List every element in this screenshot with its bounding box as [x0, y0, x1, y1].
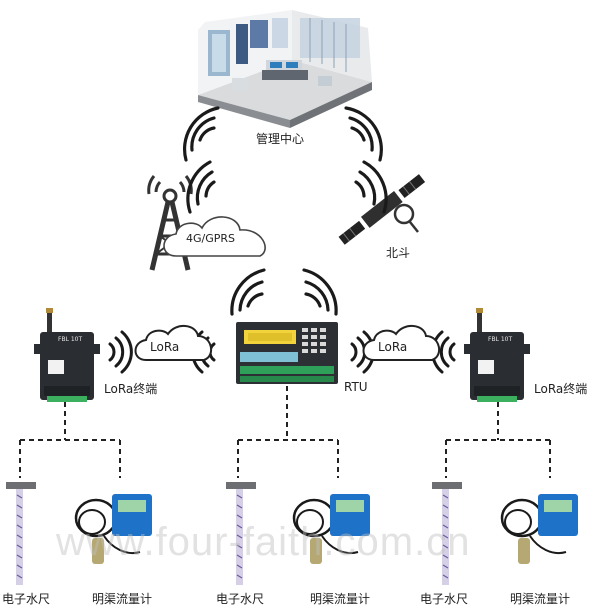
flow-meter-3: [500, 494, 578, 564]
management-center-label: 管理中心: [256, 132, 305, 146]
lora-terminal-left-label: LoRa终端: [104, 382, 158, 396]
lora-cloud-right-outline: [362, 325, 441, 361]
rtu-device: [236, 322, 338, 384]
wave-rtu-left: [230, 268, 266, 316]
rtu-label: RTU: [344, 380, 368, 394]
flow-meter-1: [74, 494, 152, 564]
device-model-right: FBL 10T: [488, 336, 513, 343]
water-gauge-1: [6, 482, 36, 585]
wave-center-left: [182, 106, 220, 162]
flow-meter-2: [292, 494, 370, 564]
water-gauge-3: [432, 482, 462, 585]
wave-tower: [186, 160, 216, 214]
dashed-connections: [19, 386, 551, 478]
cloud-4g-outline: [163, 216, 266, 257]
lora-terminal-right-label: LoRa终端: [534, 382, 588, 396]
wave-center-right: [344, 106, 383, 162]
flow-meter-2-label: 明渠流量计: [310, 592, 371, 606]
device-model-left: FBL 10T: [58, 336, 83, 343]
water-gauge-2: [226, 482, 256, 585]
water-gauge-3-label: 电子水尺: [420, 592, 469, 606]
water-gauge-2-label: 电子水尺: [216, 592, 265, 606]
satellite-icon: [338, 174, 426, 245]
flow-meter-3-label: 明渠流量计: [510, 592, 571, 606]
wave-rtu-right: [302, 268, 338, 316]
lora-cloud-left-outline: [134, 325, 213, 361]
satellite-label: 北斗: [386, 246, 411, 260]
water-gauge-1-label: 电子水尺: [2, 592, 51, 606]
lora-terminal-right: [464, 308, 530, 402]
lora-cloud-left-label: LoRa: [150, 340, 180, 354]
lora-terminal-left: [34, 308, 100, 402]
wave-lora-left-device: [108, 330, 133, 374]
management-center-room: [198, 10, 372, 128]
lora-cloud-right-label: LoRa: [378, 340, 408, 354]
flow-meter-1-label: 明渠流量计: [92, 592, 153, 606]
watermark: www.four-faith.com.cn: [56, 520, 471, 564]
wave-satellite: [354, 160, 388, 214]
network-4g-label: 4G/GPRS: [186, 232, 236, 245]
